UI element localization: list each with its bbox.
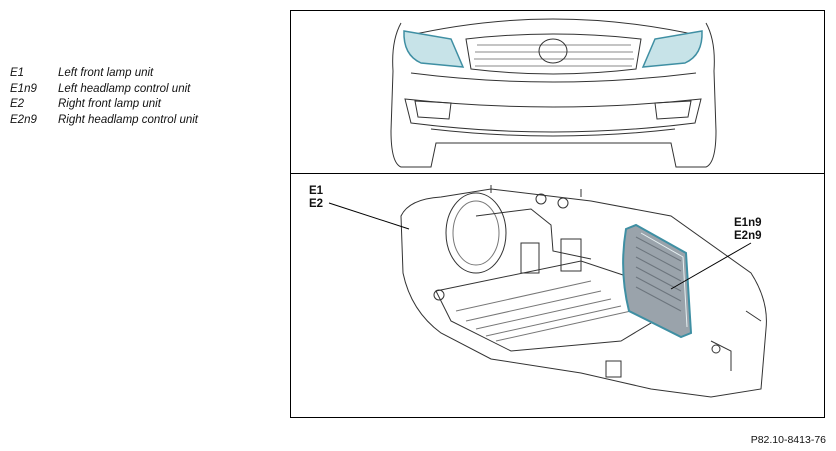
car-front-view <box>390 18 717 168</box>
legend-code: E1n9 <box>10 82 37 95</box>
legend-item: E2n9 Right headlamp control unit <box>10 113 198 129</box>
callout-control-unit: E1n9 E2n9 <box>734 217 762 243</box>
callout-control-unit-line2: E2n9 <box>734 230 762 242</box>
leader-lines <box>328 202 752 290</box>
legend-text: Left headlamp control unit <box>58 82 191 95</box>
callout-control-unit-line1: E1n9 <box>734 217 762 229</box>
legend-item: E1n9 Left headlamp control unit <box>10 82 198 98</box>
legend-code: E2 <box>10 98 25 110</box>
legend-item: E2 Right front lamp unit <box>10 97 198 113</box>
legend-code: E1 <box>10 67 25 79</box>
headlamp-highlight-right <box>641 30 703 68</box>
legend: E1 Left front lamp unit E1n9 Left headla… <box>10 66 198 128</box>
callout-lamp-unit: E1 E2 <box>309 185 323 211</box>
reference-number: P82.10-8413-76 <box>750 434 826 446</box>
legend-text: Left front lamp unit <box>58 67 154 79</box>
legend-code: E2n9 <box>10 113 37 126</box>
control-unit-highlight <box>622 223 693 339</box>
legend-item: E1 Left front lamp unit <box>10 66 198 82</box>
illustration-svg <box>328 18 767 398</box>
legend-text: Right headlamp control unit <box>58 113 198 126</box>
headlamp-assembly <box>400 185 767 398</box>
illustration-frame: E1 E2 E1n9 E2n9 <box>290 10 825 418</box>
headlamp-highlight-left <box>403 30 465 68</box>
frame-divider <box>291 173 824 174</box>
callout-lamp-unit-line2: E2 <box>309 198 324 210</box>
legend-text: Right front lamp unit <box>58 98 161 110</box>
callout-lamp-unit-line1: E1 <box>309 185 324 197</box>
